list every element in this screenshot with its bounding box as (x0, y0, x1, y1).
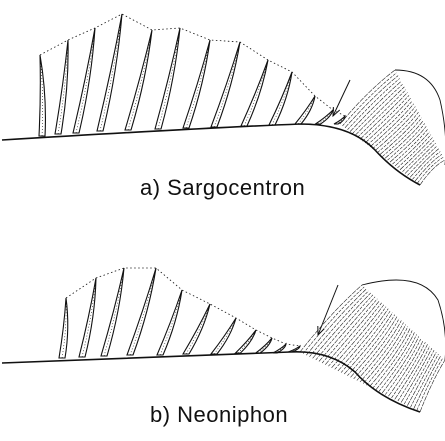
soft-ray (388, 123, 425, 160)
soft-ray (343, 73, 397, 126)
soft-ray (338, 309, 388, 371)
soft-ray (306, 289, 366, 355)
soft-ray (357, 321, 401, 381)
soft-ray (368, 101, 413, 145)
caption-b: b) Neoniphon (150, 402, 288, 428)
fin-spine (269, 72, 292, 125)
soft-ray (341, 311, 390, 373)
soft-ray (365, 98, 411, 143)
soft-ray-edge (362, 280, 445, 360)
fin-spine (183, 304, 210, 354)
fin-spine (211, 42, 240, 127)
fin-spine (211, 318, 236, 354)
fin-spine (125, 30, 152, 130)
soft-ray (328, 303, 381, 366)
soft-ray (410, 149, 439, 178)
fin-spine (316, 110, 334, 124)
soft-ray (405, 143, 436, 173)
soft-ray (420, 160, 445, 185)
fin-spine (334, 116, 345, 124)
fin-spine (55, 40, 68, 134)
soft-ray (400, 138, 433, 170)
soft-ray (383, 118, 422, 157)
soft-ray (354, 319, 399, 379)
soft-ray (309, 291, 368, 357)
panel-a-sargocentron-fin (2, 14, 445, 185)
soft-ray (319, 297, 375, 362)
soft-ray (340, 70, 395, 124)
soft-ray (414, 356, 441, 409)
fin-spine (236, 330, 257, 353)
notch-arrow (318, 285, 338, 335)
soft-ray (417, 358, 443, 410)
fin-spine (79, 278, 96, 357)
soft-ray (335, 307, 386, 370)
soft-ray (404, 350, 434, 404)
soft-ray (390, 126, 426, 162)
soft-ray (322, 299, 377, 363)
soft-ray (345, 76, 398, 128)
soft-ray (403, 140, 435, 171)
soft-ray (355, 87, 404, 136)
caption-a: a) Sargocentron (140, 175, 305, 201)
fin-membrane (66, 268, 300, 346)
fin-spine (127, 268, 156, 355)
fin-spine (183, 40, 210, 128)
panel-b-neoniphon-fin (2, 268, 445, 412)
fin-spine (295, 96, 315, 124)
soft-ray (420, 360, 445, 412)
fin-spine (157, 290, 182, 355)
soft-ray (325, 301, 379, 365)
soft-ray (316, 295, 373, 360)
soft-ray (344, 313, 392, 374)
fin-spine (241, 60, 268, 126)
fin-spine (73, 28, 95, 133)
notch-arrow (333, 80, 350, 116)
fin-spine (256, 338, 272, 353)
soft-ray (347, 315, 394, 376)
fin-spine (155, 28, 180, 129)
soft-ray (378, 112, 419, 152)
soft-ray (363, 324, 406, 383)
soft-ray (351, 317, 397, 378)
fin-spine (97, 14, 122, 131)
soft-ray (348, 78, 400, 129)
soft-ray (363, 95, 410, 141)
soft-ray (353, 84, 403, 133)
fin-spine (101, 268, 124, 356)
